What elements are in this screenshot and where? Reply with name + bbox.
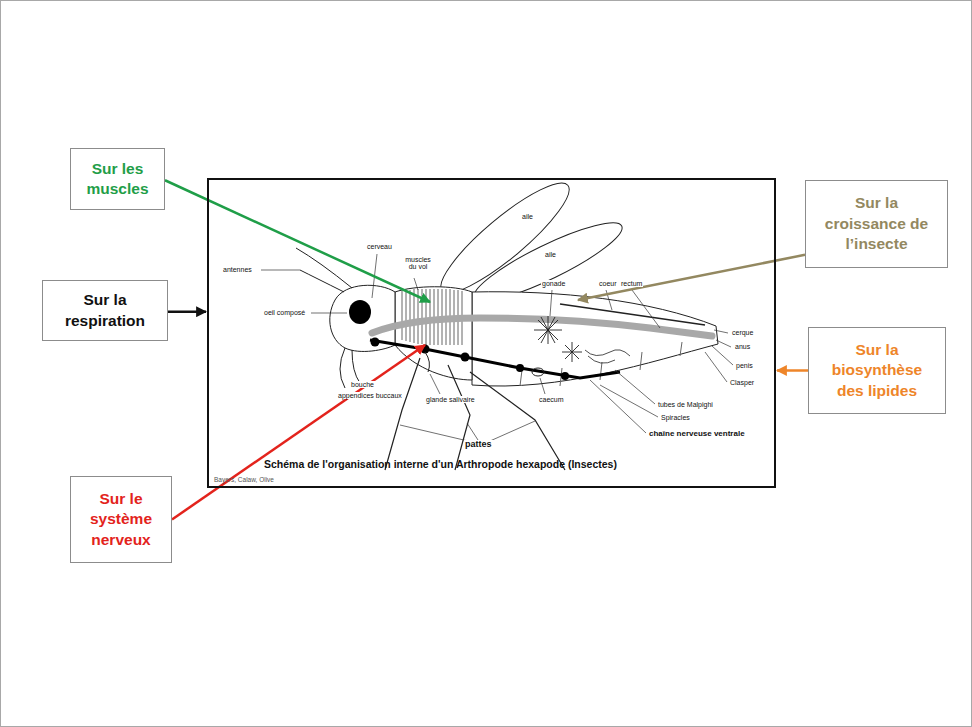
gonad	[534, 316, 562, 344]
abdomen-segments	[520, 342, 682, 386]
figure-credit: Bayers, Calaw, Olive	[214, 476, 274, 483]
leader-lines	[430, 374, 440, 394]
part-label: oeil composé	[263, 309, 306, 316]
part-label: aile	[521, 213, 534, 220]
leader-lines	[467, 423, 478, 440]
insect-drawing	[261, 170, 733, 470]
callout-text: Sur la respiration	[51, 290, 159, 331]
callout-text: Sur la croissance de l’insecte	[814, 193, 939, 254]
part-label: muscles du vol	[400, 256, 436, 271]
callout-box: Sur la croissance de l’insecte	[805, 180, 948, 268]
heart	[560, 304, 705, 325]
callout-arrow	[777, 369, 808, 372]
part-label: anus	[734, 343, 751, 350]
leader-lines	[414, 278, 418, 290]
leader-lines	[261, 270, 300, 271]
part-label: cerque	[731, 329, 754, 336]
leader-lines	[615, 370, 655, 404]
leader-lines	[590, 380, 646, 433]
leader-lines	[705, 352, 727, 382]
leader-lines	[712, 346, 733, 365]
part-label: appendices buccaux	[337, 392, 403, 399]
callout-box: Sur la respiration	[42, 280, 168, 341]
callout-text: Sur le système nerveux	[79, 489, 163, 550]
callout-arrow	[165, 180, 430, 302]
leader-lines	[311, 313, 347, 314]
part-label: rectum	[620, 280, 643, 287]
figure-title: Schéma de l'organisation interne d'un Ar…	[264, 458, 617, 470]
malpighi-tubes	[585, 350, 630, 363]
callout-arrow	[172, 345, 425, 520]
part-label: cerveau	[366, 243, 393, 250]
ganglia	[461, 353, 470, 362]
callout-box: Sur les muscles	[70, 148, 165, 210]
part-label: glande salivaire	[425, 396, 476, 403]
leader-lines	[716, 340, 731, 347]
ganglia	[561, 372, 569, 380]
thorax	[395, 287, 472, 380]
callout-arrow	[168, 310, 206, 313]
part-label: tubes de Malpighi	[657, 401, 714, 408]
leader-lines	[400, 425, 468, 441]
part-label: caecum	[538, 396, 565, 403]
part-label: chaîne nerveuse ventrale	[648, 430, 746, 438]
leader-lines	[632, 290, 660, 328]
brain	[349, 300, 371, 324]
callout-arrow	[578, 255, 805, 300]
part-label: Spiracles	[660, 414, 691, 421]
part-label: bouche	[350, 381, 375, 388]
gut	[372, 318, 712, 336]
callout-box: Sur le système nerveux	[70, 476, 172, 563]
legs	[385, 358, 565, 470]
part-label: Clasper	[729, 379, 755, 386]
ganglia	[516, 364, 524, 372]
part-label: gonade	[541, 280, 566, 287]
part-label: pattes	[464, 440, 493, 449]
malpighi-star	[562, 342, 582, 362]
callout-text: Sur la biosynthèse des lipides	[817, 340, 937, 401]
leader-lines	[600, 385, 658, 417]
ganglia	[371, 338, 570, 381]
ganglia	[371, 338, 380, 347]
part-label: antennes	[222, 266, 253, 273]
leader-lines	[714, 330, 728, 333]
part-label: penis	[735, 362, 754, 369]
leader-lines	[550, 290, 552, 316]
abdomen	[472, 292, 718, 386]
caecum-shape	[532, 368, 544, 376]
callout-box: Sur la biosynthèse des lipides	[808, 327, 946, 414]
salivary-gland	[425, 352, 429, 372]
leader-lines	[540, 378, 545, 394]
callout-text: Sur les muscles	[79, 159, 156, 200]
leader-lines	[490, 421, 535, 441]
nerve-chain	[370, 340, 620, 378]
part-label: coeur	[598, 280, 618, 287]
part-label: aile	[544, 251, 557, 258]
